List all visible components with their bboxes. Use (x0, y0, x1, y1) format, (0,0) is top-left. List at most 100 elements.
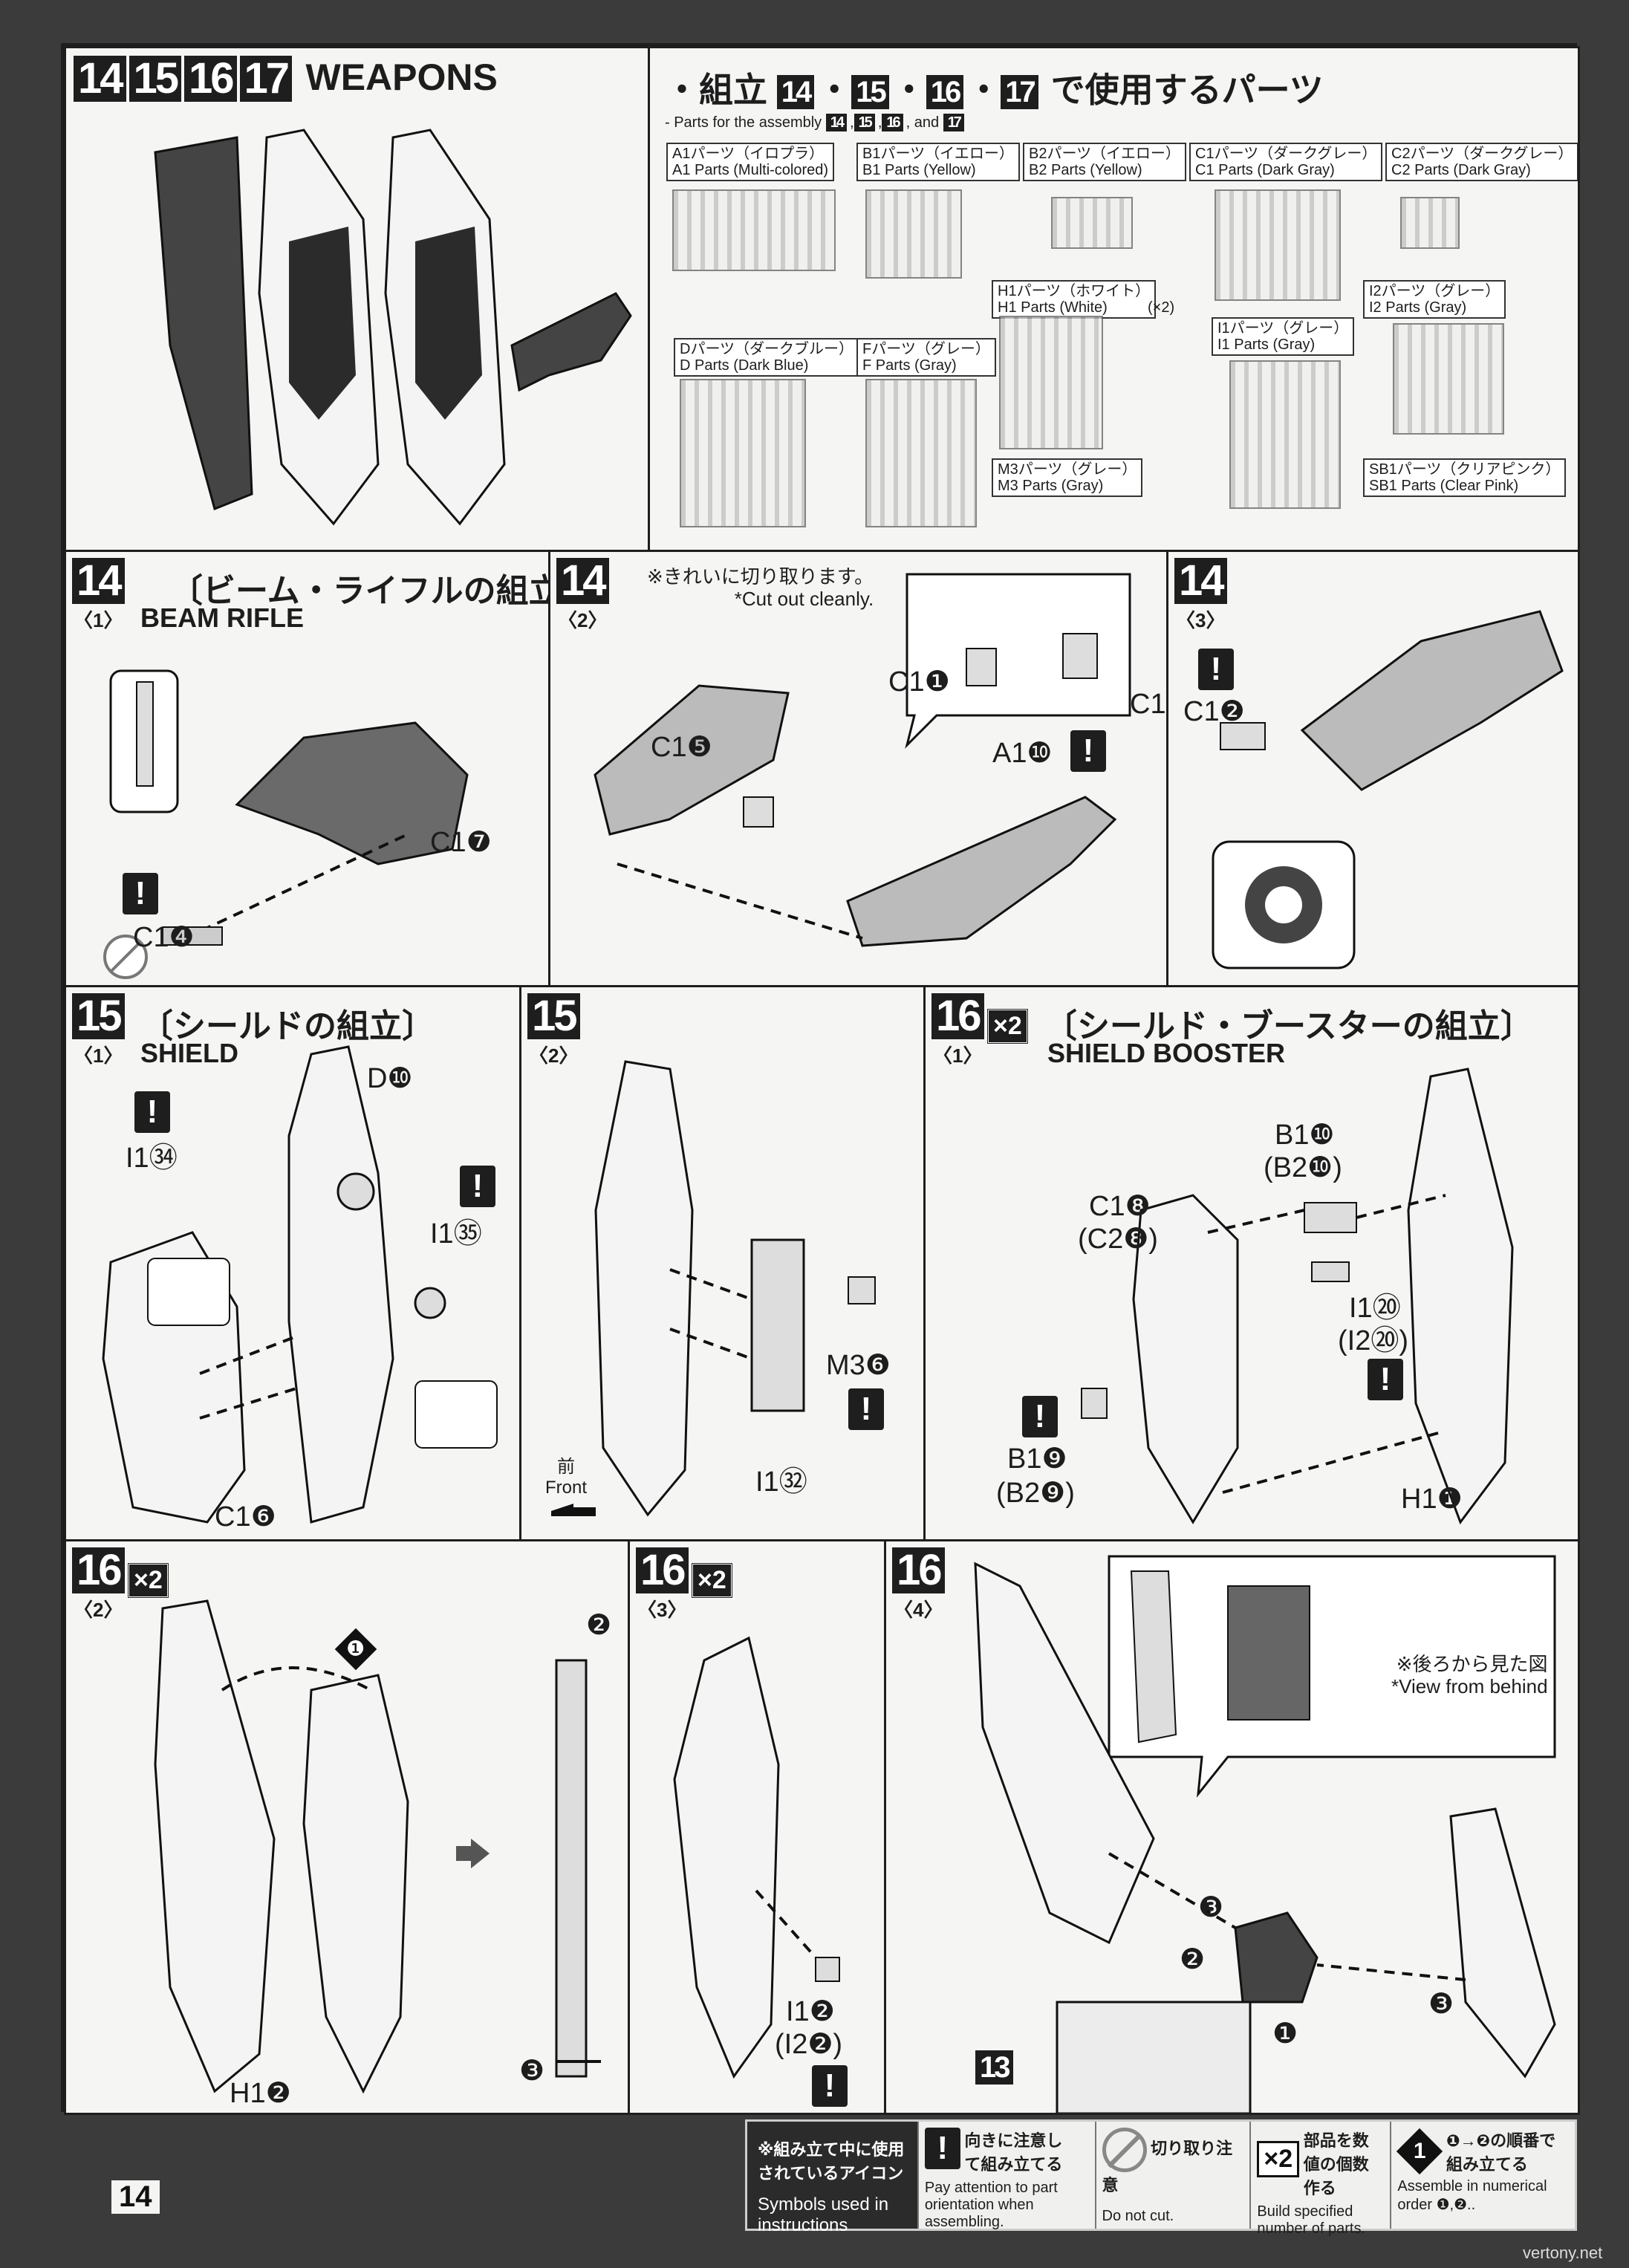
runner-jp: I2パーツ（グレー） (1369, 283, 1500, 299)
multiplier-icon: ×2 (1257, 2141, 1300, 2178)
note-en: *View from behind (1391, 1675, 1548, 1697)
step-badge: 17 (239, 56, 293, 102)
runner-en: SB1 Parts (Clear Pink) (1369, 478, 1519, 494)
runner-label-h1: H1パーツ（ホワイト）H1 Parts (White) (992, 280, 1157, 319)
step-14-2-panel: 14 〈2〉 ※きれいに切り取ります。*Cut out cleanly. C1❶… (548, 550, 1169, 988)
multiplier-badge: ×2 (691, 1562, 733, 1599)
legend-do-not-cut: 切り取り注意 Do not cut. (1094, 2122, 1250, 2229)
runner-en: F Parts (Gray) (862, 357, 957, 374)
legend-title-en: Symbols used in instructions (758, 2194, 889, 2235)
beam-rifle-illustration (103, 669, 469, 979)
step-badge: 16 (892, 1547, 945, 1593)
step-title-en: SHIELD BOOSTER (1047, 1038, 1286, 1068)
step-badge: 14 (776, 75, 815, 109)
part-label: B1❿ (1275, 1120, 1335, 1151)
parts-subtitle: - Parts for the assembly 14,15,16, and 1… (665, 114, 967, 131)
part-label: (I2❷) (775, 2029, 843, 2060)
order-diamond-icon: 1 (1396, 2128, 1443, 2175)
step-title-en: SHIELD (140, 1038, 239, 1068)
step-title-jp: 〔シールド・ブースターの組立〕 (1044, 1008, 1533, 1044)
part-label: I1⑳ (1349, 1293, 1401, 1324)
runner-b2-drawing (1051, 197, 1133, 249)
cut-cleanly-note: ※きれいに切り取ります。*Cut out cleanly. (647, 565, 874, 610)
legend-en: Do not cut. (1102, 2208, 1174, 2224)
view-from-behind-note: ※後ろから見た図*View from behind (1391, 1653, 1548, 1697)
step-badge: 16 (882, 114, 903, 131)
legend-jp: ❶→❷の順番で組み立てる (1446, 2131, 1556, 2174)
runner-en: A1 Parts (Multi-colored) (672, 162, 829, 178)
orientation-warning-icon: ! (134, 1091, 170, 1133)
legend-en: Build specified number of parts. (1257, 2203, 1365, 2237)
order-step-2-marker: ❷ (1180, 1944, 1206, 1975)
multiplier-badge: ×2 (127, 1562, 169, 1599)
runner-jp: Dパーツ（ダークブルー） (680, 341, 854, 357)
substep-label: 〈4〉 (894, 1599, 943, 1621)
orientation-warning-icon: ! (460, 1166, 495, 1207)
step-badge: 14 (74, 56, 126, 102)
legend-jp: 向きに注意して組み立てる (964, 2131, 1063, 2174)
runner-en: H1 Parts (White) (998, 299, 1108, 316)
runner-label-b2: B2パーツ（イエロー）B2 Parts (Yellow) (1023, 143, 1186, 181)
part-label: (C2❽) (1078, 1224, 1158, 1255)
runner-jp: A1パーツ（イロプラ） (672, 146, 825, 162)
watermark: vertony.net (1523, 2243, 1603, 2262)
beam-rifle-assembly-illustration (594, 573, 1131, 947)
step-14-3-panel: 14 〈3〉 ! C1❷ (1166, 550, 1580, 988)
step-badge: 16 (636, 1547, 689, 1593)
runner-i1-drawing (1229, 360, 1341, 509)
parts-subtitle-and: and (914, 114, 940, 131)
orientation-warning-icon: ! (848, 1388, 884, 1430)
runner-label-f: Fパーツ（グレー）F Parts (Gray) (856, 338, 996, 377)
runner-a1-drawing (672, 189, 836, 271)
runner-h1-count: (×2) (1148, 299, 1175, 316)
shield-booster-side-illustration (673, 1636, 840, 2079)
step-badge: 17 (1001, 75, 1038, 109)
substep-label: 〈2〉 (558, 609, 608, 631)
legend-multiplier: ×2 部品を数値の個数作る Build specified number of … (1249, 2122, 1391, 2237)
runner-h1-drawing (999, 316, 1103, 449)
step-badge: 16 (926, 75, 964, 109)
order-step-2-marker: ❷ (586, 1610, 612, 1641)
legend-en: Assemble in numerical order ❶,❷.. (1397, 2178, 1547, 2213)
parts-title-suffix: で使用するパーツ (1050, 71, 1324, 109)
shield-booster-mount-illustration (974, 1555, 1556, 2113)
part-label: (B2❾) (996, 1478, 1075, 1509)
shield-booster-attach-illustration (154, 1599, 601, 2094)
runner-label-sb1: SB1パーツ（クリアピンク）SB1 Parts (Clear Pink) (1363, 458, 1567, 497)
part-label: H1❷ (230, 2078, 291, 2109)
runner-label-m3: M3パーツ（グレー）M3 Parts (Gray) (992, 458, 1143, 497)
runner-jp: I1パーツ（グレー） (1217, 320, 1349, 337)
part-label: I1㉜ (755, 1466, 807, 1498)
part-label: C1❼ (430, 827, 492, 858)
runner-en: D Parts (Dark Blue) (680, 357, 809, 374)
part-label: (B2❿) (1264, 1152, 1342, 1183)
runner-c1-drawing (1215, 189, 1341, 301)
orientation-warning-icon: ! (1022, 1396, 1058, 1437)
step-badge: 14 (1174, 558, 1227, 604)
runner-en: C1 Parts (Dark Gray) (1195, 162, 1335, 178)
runner-jp: C1パーツ（ダークグレー） (1195, 146, 1377, 162)
step-badge: 16 (72, 1547, 125, 1593)
runner-en: I2 Parts (Gray) (1369, 299, 1467, 316)
runner-jp: H1パーツ（ホワイト） (998, 283, 1151, 299)
parts-title: ・組立 14・15・16・17 で使用するパーツ (665, 71, 1324, 109)
legend-numerical-order: 1 ❶→❷の順番で組み立てる Assemble in numerical ord… (1390, 2122, 1575, 2229)
part-label: I1❷ (786, 1996, 835, 2027)
substep-label: 〈1〉 (74, 609, 123, 631)
parts-list-panel: ・組立 14・15・16・17 で使用するパーツ - Parts for the… (648, 46, 1580, 553)
step-title-en: BEAM RIFLE (140, 602, 304, 633)
order-step-1-marker: ❶ (1272, 2018, 1298, 2050)
step-badge: 15 (129, 56, 182, 102)
shield-back-illustration (551, 1060, 876, 1517)
orientation-warning-icon: ! (123, 873, 158, 914)
shield-booster-illustration (1081, 1068, 1514, 1525)
note-jp: ※後ろから見た図 (1396, 1653, 1548, 1675)
runner-en: I1 Parts (Gray) (1217, 337, 1316, 353)
part-label: H1❶ (1401, 1484, 1463, 1515)
legend-jp: 切り取り注意 (1102, 2139, 1233, 2194)
runner-jp: B1パーツ（イエロー） (862, 146, 1014, 162)
runner-en: M3 Parts (Gray) (998, 478, 1104, 494)
part-label: C1❶ (888, 666, 950, 698)
